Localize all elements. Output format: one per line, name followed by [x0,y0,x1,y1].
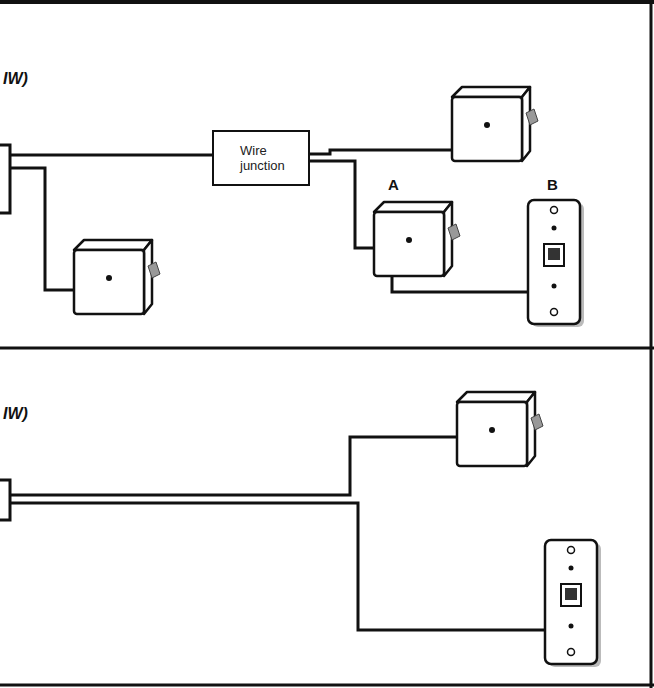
wall-plate [545,540,601,667]
callout-letter: B [547,176,558,193]
surface-jack [457,392,543,466]
wire [310,150,452,154]
wall-plate [528,200,584,327]
wire [310,161,374,248]
callout-letter: A [388,176,399,193]
surface-jack [74,240,160,314]
wire [10,168,74,290]
section-heading: IW) [3,70,28,88]
junction-box: Wire junction [212,130,310,186]
surface-jack [374,202,460,276]
border-line [0,0,654,4]
section-heading: IW) [3,405,28,423]
wire [392,277,530,292]
surface-jack [452,87,538,161]
wire [10,154,212,157]
box-label: Wire junction [240,143,302,173]
terminal-block [0,480,10,520]
wire [10,503,545,630]
border-line [0,347,654,350]
border-line [0,684,654,687]
terminal-block [0,145,10,213]
wire [10,437,457,495]
border-line [650,0,653,688]
